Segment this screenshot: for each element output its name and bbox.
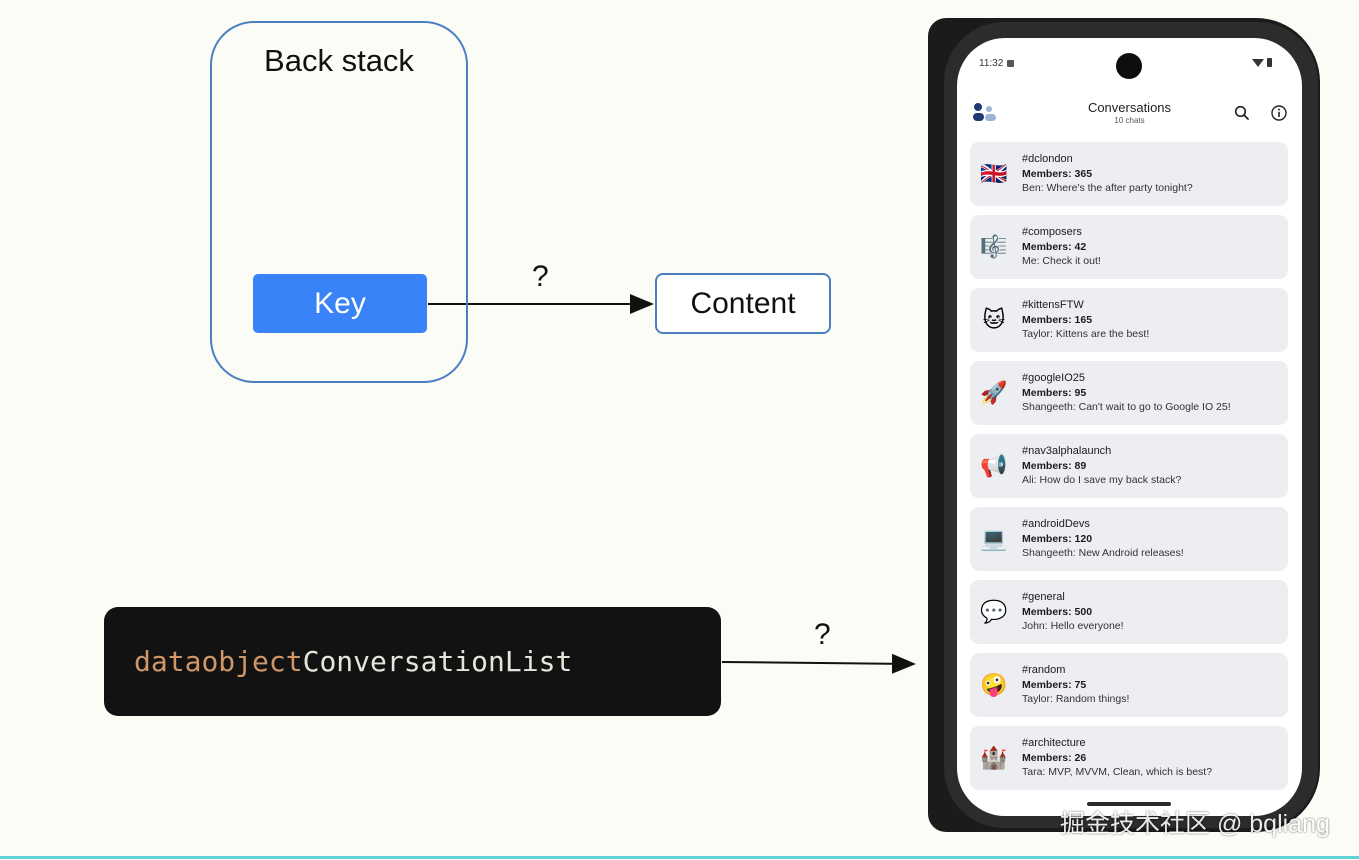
conversation-last-message: Tara: MVP, MVVM, Clean, which is best?: [1022, 766, 1213, 778]
code-keyword-data: data: [134, 645, 202, 678]
camera-cutout: [1116, 53, 1142, 79]
conversation-name: #random: [1022, 664, 1066, 676]
status-bar-time: 11:32: [979, 58, 1015, 69]
app-title: Conversations: [1087, 100, 1172, 115]
conversation-emoji-icon: 💬: [980, 599, 1008, 624]
battery-icon: [1267, 58, 1272, 67]
code-to-phone-arrow: [721, 653, 916, 674]
conversation-last-message: Taylor: Random things!: [1022, 693, 1130, 705]
conversation-last-message: Shangeeth: New Android releases!: [1022, 547, 1184, 559]
conversation-emoji-icon: 🏰: [980, 745, 1008, 770]
conversation-name: #composers: [1022, 226, 1082, 238]
conversation-members: Members: 26: [1022, 752, 1087, 764]
conversation-last-message: John: Hello everyone!: [1022, 620, 1124, 632]
conversation-name: #general: [1022, 591, 1065, 603]
key-box: Key: [253, 274, 427, 333]
app-subtitle: 10 chats: [1114, 116, 1145, 125]
conversation-emoji-icon: 📢: [980, 453, 1008, 478]
watermark: 掘金技术社区 @ bqliang: [1060, 810, 1330, 838]
code-identifier: ConversationList: [302, 645, 573, 678]
bottom-accent-line: [0, 856, 1359, 859]
conversation-members: Members: 500: [1022, 606, 1093, 618]
home-indicator: [1087, 802, 1171, 806]
conversation-emoji-icon: 🚀: [980, 380, 1008, 405]
conversation-members: Members: 165: [1022, 314, 1093, 326]
phone-screen: 11:32 Conversations 10 chats 🇬🇧 #dclondon…: [957, 38, 1302, 816]
status-time-text: 11:32: [979, 58, 1004, 69]
conversation-last-message: Ali: How do I save my back stack?: [1022, 474, 1182, 486]
info-icon[interactable]: [1270, 104, 1288, 122]
conversation-members: Members: 75: [1022, 679, 1087, 691]
app-logo-icon: [973, 103, 996, 121]
conversation-name: #dclondon: [1022, 153, 1073, 165]
search-icon[interactable]: [1233, 104, 1251, 122]
conversation-last-message: Ben: Where's the after party tonight?: [1022, 182, 1193, 194]
conversation-members: Members: 89: [1022, 460, 1087, 472]
conversation-name: #kittensFTW: [1022, 299, 1084, 311]
conversation-emoji-icon: 🤪: [980, 672, 1008, 697]
conversation-emoji-icon: 💻: [980, 526, 1008, 551]
conversation-name: #androidDevs: [1022, 518, 1090, 530]
conversation-last-message: Me: Check it out!: [1022, 255, 1101, 267]
conversation-members: Members: 95: [1022, 387, 1087, 399]
conversation-members: Members: 120: [1022, 533, 1093, 545]
code-snippet: data object ConversationList: [104, 607, 721, 716]
wifi-icon: [1252, 58, 1264, 67]
conversation-name: #architecture: [1022, 737, 1086, 749]
conversation-last-message: Shangeeth: Can't wait to go to Google IO…: [1022, 401, 1231, 413]
conversation-members: Members: 365: [1022, 168, 1093, 180]
conversation-last-message: Taylor: Kittens are the best!: [1022, 328, 1150, 340]
conversation-name: #nav3alphalaunch: [1022, 445, 1112, 457]
conversation-name: #googleIO25: [1022, 372, 1085, 384]
conversation-emoji-icon: 🎼: [980, 234, 1008, 259]
code-keyword-object: object: [201, 645, 303, 678]
content-box: Content: [655, 273, 831, 334]
backstack-box: Back stack: [210, 21, 468, 383]
conversation-members: Members: 42: [1022, 241, 1087, 253]
question-mark-bottom: ?: [814, 618, 831, 651]
conversation-emoji-icon: 🐱: [982, 307, 1006, 332]
status-bar-icons: [1252, 58, 1272, 67]
notification-icon: [1007, 60, 1015, 67]
backstack-title: Back stack: [264, 43, 414, 78]
conversation-emoji-icon: 🇬🇧: [980, 161, 1008, 186]
question-mark-top: ?: [532, 260, 549, 293]
